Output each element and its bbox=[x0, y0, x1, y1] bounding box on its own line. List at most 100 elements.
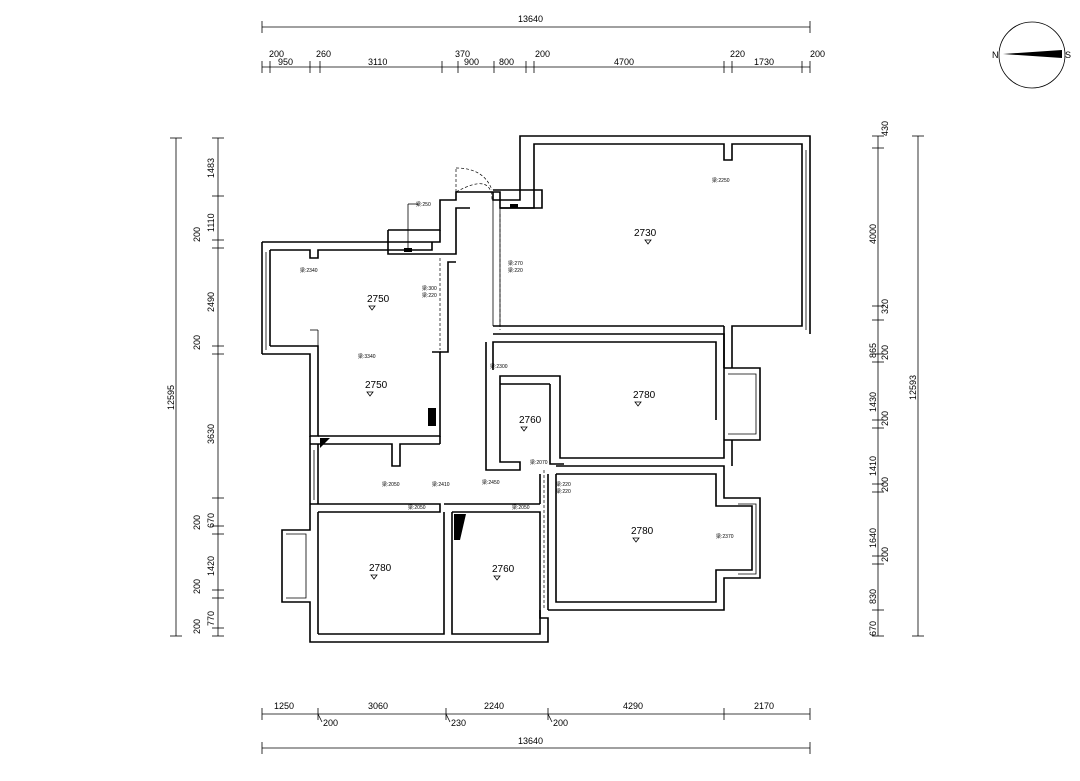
room-height-1: 2730 bbox=[634, 228, 657, 239]
height-marker-icon bbox=[370, 574, 378, 580]
top-dim-lower-4: 800 bbox=[499, 57, 514, 67]
right-dim-1: 430 bbox=[880, 121, 890, 136]
fixture-marker bbox=[510, 204, 518, 208]
room-height-5: 2780 bbox=[633, 390, 656, 401]
right-dim-13: 670 bbox=[868, 621, 878, 636]
room-height-3: 2750 bbox=[365, 380, 388, 391]
top-dim-upper-4: 200 bbox=[535, 49, 550, 59]
beam-note-6: 梁:2370 bbox=[716, 533, 734, 540]
top-overall-dim: 13640 bbox=[518, 14, 543, 24]
left-dim-5: 200 bbox=[192, 335, 202, 350]
top-dim-lower-3: 900 bbox=[464, 57, 479, 67]
top-dim-upper-1: 200 bbox=[269, 49, 284, 59]
right-dim-7: 200 bbox=[880, 411, 890, 426]
height-marker-icon bbox=[493, 575, 501, 581]
beam-note-4: 梁:2300 bbox=[490, 363, 508, 370]
top-dim-lower-1: 950 bbox=[278, 57, 293, 67]
small-note-1: 梁:270 bbox=[508, 260, 523, 267]
compass-south-label: S bbox=[1065, 50, 1071, 60]
bottom-dim-upper-5: 2170 bbox=[754, 701, 774, 711]
beam-note-1: 梁:2250 bbox=[712, 177, 730, 184]
height-marker-icon bbox=[632, 537, 640, 543]
beam-note-2: 梁:2340 bbox=[300, 267, 318, 274]
top-dim-lower-5: 4700 bbox=[614, 57, 634, 67]
right-dim-5: 200 bbox=[880, 345, 890, 360]
column-marker bbox=[320, 438, 330, 448]
height-marker-icon bbox=[520, 426, 528, 432]
left-dim-3: 200 bbox=[192, 227, 202, 242]
beam-note-7: 梁:2050 bbox=[382, 481, 400, 488]
bottom-dim-lower-3: 200 bbox=[553, 718, 568, 728]
left-dim-8: 200 bbox=[192, 515, 202, 530]
bottom-dim-upper-3: 2240 bbox=[484, 701, 504, 711]
right-overall-dim: 12593 bbox=[908, 375, 918, 400]
room-height-2: 2750 bbox=[367, 294, 390, 305]
right-dim-11: 200 bbox=[880, 547, 890, 562]
top-dim-upper-5: 220 bbox=[730, 49, 745, 59]
compass: N S bbox=[992, 21, 1071, 89]
room-height-labels: 2730 2750 2750 2760 2780 2780 2780 2760 bbox=[365, 228, 657, 581]
beam-note-9: 梁:2450 bbox=[482, 479, 500, 486]
beam-note-5: 梁:2070 bbox=[530, 459, 548, 466]
walls bbox=[261, 135, 811, 643]
compass-circle bbox=[998, 21, 1066, 89]
top-dim-lower-6: 1730 bbox=[754, 57, 774, 67]
left-dim-2: 1110 bbox=[206, 213, 216, 232]
fixture-marker bbox=[404, 248, 412, 252]
small-note-2: 梁:220 bbox=[508, 267, 523, 274]
left-dim-11: 770 bbox=[206, 611, 216, 626]
room-height-4: 2760 bbox=[519, 415, 542, 426]
top-dimension-chain: 13640 200 260 370 200 220 200 950 3110 9… bbox=[261, 14, 825, 73]
right-dim-12: 830 bbox=[868, 589, 878, 604]
small-note-5: 梁:220 bbox=[556, 481, 571, 488]
beam-note-3: 梁:3340 bbox=[358, 353, 376, 360]
bottom-dim-lower-2: 230 bbox=[451, 718, 466, 728]
height-marker-icon bbox=[644, 239, 652, 245]
bottom-dim-lower-1: 200 bbox=[323, 718, 338, 728]
compass-north-label: N bbox=[992, 50, 999, 60]
compass-needle-icon bbox=[1003, 50, 1062, 58]
left-dim-12: 200 bbox=[192, 619, 202, 634]
bottom-dim-upper-4: 4290 bbox=[623, 701, 643, 711]
bottom-overall-dim: 13640 bbox=[518, 736, 543, 746]
column-marker bbox=[428, 408, 436, 426]
top-dim-upper-3: 370 bbox=[455, 49, 470, 59]
right-dim-10: 1640 bbox=[868, 528, 878, 548]
bottom-dim-upper-1: 1250 bbox=[274, 701, 294, 711]
right-dim-4: 865 bbox=[868, 343, 878, 358]
small-note-4: 梁:220 bbox=[422, 292, 437, 299]
small-note-3: 梁:300 bbox=[422, 285, 437, 292]
top-dim-upper-2: 260 bbox=[316, 49, 331, 59]
left-dim-9: 1420 bbox=[206, 556, 216, 576]
room-height-6: 2780 bbox=[631, 526, 654, 537]
small-note-7: 梁:250 bbox=[416, 201, 431, 208]
left-overall-dim: 12595 bbox=[166, 385, 176, 410]
beam-notes: 梁:2250 梁:2340 梁:3340 梁:2300 梁:2070 梁:237… bbox=[300, 177, 734, 540]
right-dim-8: 1410 bbox=[868, 456, 878, 476]
right-dim-3: 320 bbox=[880, 299, 890, 314]
room-height-8: 2760 bbox=[492, 564, 515, 575]
right-dim-6: 1430 bbox=[868, 392, 878, 412]
left-dim-7: 670 bbox=[206, 513, 216, 528]
room-height-7: 2780 bbox=[369, 563, 392, 574]
right-dimension-chain: 430 4000 320 865 200 1430 200 1410 200 1… bbox=[868, 121, 924, 637]
left-dimension-chain: 12595 1483 1110 200 2490 200 3630 670 20… bbox=[166, 137, 224, 637]
left-dim-1: 1483 bbox=[206, 158, 216, 178]
column-marker bbox=[454, 514, 466, 540]
left-dim-6: 3630 bbox=[206, 424, 216, 444]
bottom-dimension-chain: 1250 3060 2240 4290 2170 200 230 200 136… bbox=[261, 701, 811, 754]
small-note-6: 梁:220 bbox=[556, 488, 571, 495]
bottom-dim-upper-2: 3060 bbox=[368, 701, 388, 711]
height-marker-icon bbox=[366, 391, 374, 397]
right-dim-2: 4000 bbox=[868, 224, 878, 244]
height-marker-icon bbox=[368, 305, 376, 311]
top-dim-lower-2: 3110 bbox=[368, 57, 387, 67]
left-dim-4: 2490 bbox=[206, 292, 216, 312]
height-marker-icon bbox=[634, 401, 642, 407]
beam-note-10: 梁:2050 bbox=[408, 504, 426, 511]
beam-note-8: 梁:2410 bbox=[432, 481, 450, 488]
top-dim-upper-6: 200 bbox=[810, 49, 825, 59]
beam-note-11: 梁:2050 bbox=[512, 504, 530, 511]
right-dim-9: 200 bbox=[880, 477, 890, 492]
